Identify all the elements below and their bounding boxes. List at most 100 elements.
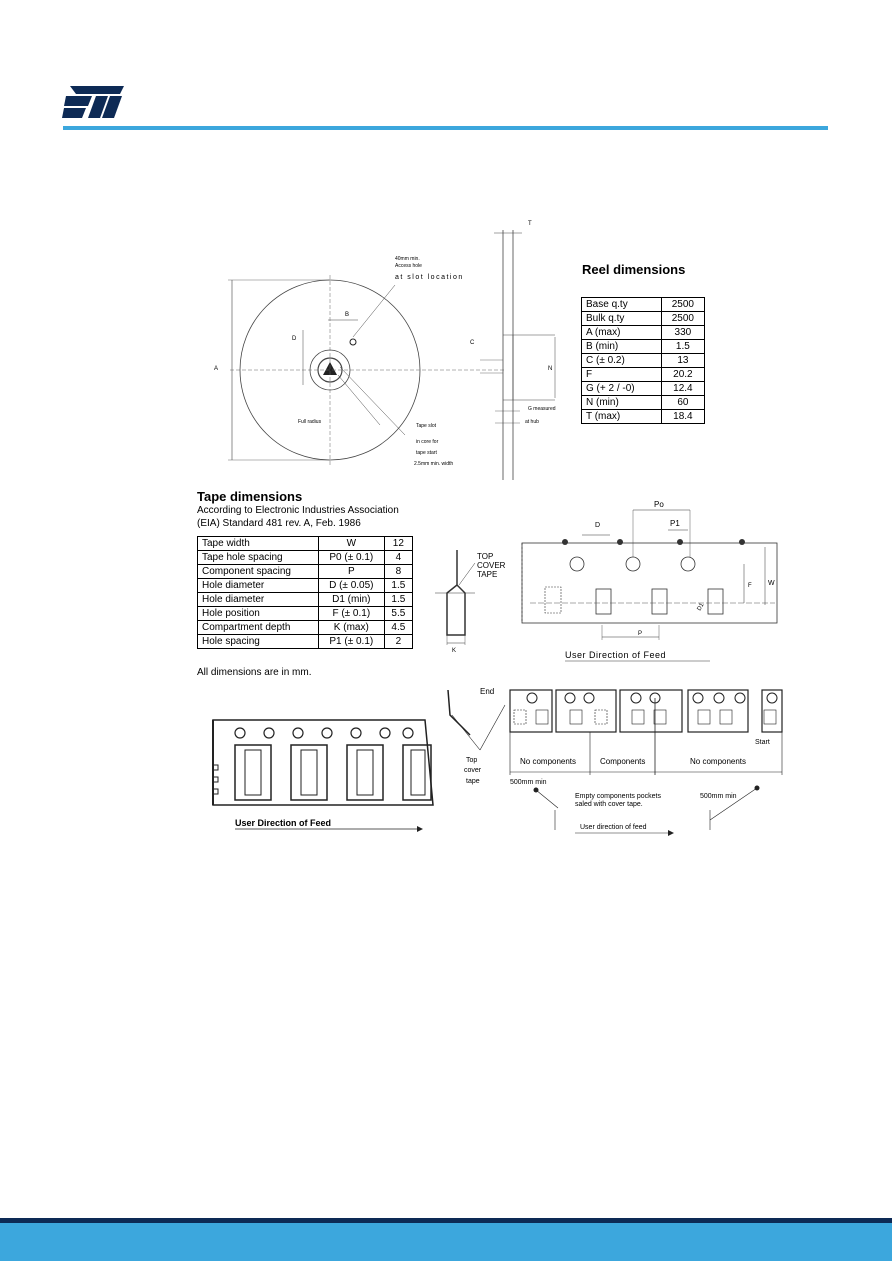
tape-dimensions-title: Tape dimensions bbox=[197, 489, 303, 504]
reel-row: B (min)1.5 bbox=[581, 339, 706, 354]
tape-row-symbol: P1 (± 0.1) bbox=[317, 634, 385, 649]
tape-tape-label: TAPE bbox=[477, 570, 497, 579]
tape-top-label: TOP bbox=[477, 552, 493, 561]
reel-row-label: C (± 0.2) bbox=[581, 353, 662, 368]
top-cover-label-1: Top bbox=[466, 757, 477, 764]
empty-note-1: Empty components pockets bbox=[575, 793, 661, 800]
reel-row-value: 12.4 bbox=[660, 381, 706, 396]
min-left-label: 500mm min bbox=[510, 779, 547, 786]
tape-row-symbol: P0 (± 0.1) bbox=[317, 550, 385, 565]
reel-row-value: 2500 bbox=[660, 297, 706, 312]
tape-feed-label: User Direction of Feed bbox=[565, 650, 666, 660]
tape-row-symbol: P bbox=[317, 564, 385, 579]
reel-label-b: B bbox=[345, 312, 349, 318]
tape-row-label: Tape width bbox=[197, 536, 319, 551]
tape-row-symbol: F (± 0.1) bbox=[317, 606, 385, 621]
footer-bar bbox=[0, 1223, 892, 1261]
reel-row-value: 1.5 bbox=[660, 339, 706, 354]
empty-note-2: saled with cover tape. bbox=[575, 801, 643, 808]
reel-slot-note-2: Access hole bbox=[395, 263, 422, 269]
reel-dimensions-title: Reel dimensions bbox=[582, 262, 686, 277]
tape-row-symbol: W bbox=[317, 536, 385, 551]
reel-row: C (± 0.2)13 bbox=[581, 353, 706, 368]
tape-w-label: W bbox=[768, 580, 775, 587]
tape-po-label: Po bbox=[654, 500, 664, 509]
reel-row-label: Bulk q.ty bbox=[581, 311, 662, 326]
leader-trailer-drawing: End Start Top cover tape No components C… bbox=[447, 687, 783, 836]
reel-row-value: 20.2 bbox=[660, 367, 706, 382]
feed-label-left: User Direction of Feed bbox=[235, 818, 331, 828]
reel-row: N (min)60 bbox=[581, 395, 706, 410]
no-components-right: No components bbox=[690, 757, 746, 766]
reel-label-c: C bbox=[470, 340, 475, 346]
tape-cover-label: COVER bbox=[477, 561, 506, 570]
tape-d1-label: D1 bbox=[697, 602, 706, 612]
component-tape-drawing: User Direction of Feed bbox=[212, 719, 434, 832]
tape-subtitle-1: According to Electronic Industries Assoc… bbox=[197, 505, 399, 516]
reel-row: G (+ 2 / -0)12.4 bbox=[581, 381, 706, 396]
top-cover-label-3: tape bbox=[466, 778, 480, 785]
start-label: Start bbox=[755, 739, 770, 746]
reel-row-label: N (min) bbox=[581, 395, 662, 410]
tape-row-label: Hole spacing bbox=[197, 634, 319, 649]
header-rule bbox=[63, 126, 828, 130]
tape-row-value: 2 bbox=[383, 634, 414, 649]
reel-row-label: B (min) bbox=[581, 339, 662, 354]
tape-p-label: P bbox=[638, 631, 642, 637]
reel-row-value: 13 bbox=[660, 353, 706, 368]
tape-cross-section: TOP COVER TAPE K bbox=[435, 550, 506, 654]
tape-row-value: 4 bbox=[383, 550, 414, 565]
tape-row-label: Tape hole spacing bbox=[197, 550, 319, 565]
reel-label-t: T bbox=[528, 221, 532, 227]
reel-row-label: G (+ 2 / -0) bbox=[581, 381, 662, 396]
st-logo bbox=[62, 86, 124, 118]
tape-units-note: All dimensions are in mm. bbox=[197, 667, 312, 678]
end-label: End bbox=[480, 687, 494, 696]
reel-row-value: 2500 bbox=[660, 311, 706, 326]
reel-row-label: F bbox=[581, 367, 662, 382]
reel-g-measured: G measured bbox=[528, 406, 556, 412]
reel-tape-slot-1: Tape slot bbox=[416, 423, 437, 429]
reel-label-n: N bbox=[548, 366, 552, 372]
reel-slot-note-3: at slot location bbox=[395, 274, 464, 281]
tape-row-label: Hole position bbox=[197, 606, 319, 621]
tape-row-label: Hole diameter bbox=[197, 592, 319, 607]
tape-row-symbol: D (± 0.05) bbox=[317, 578, 385, 593]
tape-row-label: Component spacing bbox=[197, 564, 319, 579]
reel-slot-note-1: 40mm min. bbox=[395, 256, 420, 262]
reel-row-label: T (max) bbox=[581, 409, 662, 424]
no-components-left: No components bbox=[520, 757, 576, 766]
feed-label-right: User direction of feed bbox=[580, 824, 647, 831]
reel-row-value: 18.4 bbox=[660, 409, 706, 424]
top-cover-label-2: cover bbox=[464, 767, 482, 774]
tape-row-value: 1.5 bbox=[383, 592, 414, 607]
min-right-label: 500mm min bbox=[700, 793, 737, 800]
tape-top-view: Po D P1 F W P D1 User Direction of Feed bbox=[521, 500, 778, 662]
footer-dark-band bbox=[0, 1218, 892, 1223]
tape-p1-label: P1 bbox=[670, 519, 680, 528]
tape-row-label: Compartment depth bbox=[197, 620, 319, 635]
reel-row-value: 330 bbox=[660, 325, 706, 340]
tape-k-label: K bbox=[452, 648, 456, 654]
tape-f-label: F bbox=[748, 583, 752, 589]
reel-drawing: 40mm min. Access hole at slot location A… bbox=[214, 221, 556, 480]
reel-at-hub: at hub bbox=[525, 419, 539, 425]
reel-row: A (max)330 bbox=[581, 325, 706, 340]
tape-row-value: 1.5 bbox=[383, 578, 414, 593]
reel-tape-slot-4: 2.5mm min. width bbox=[414, 461, 453, 467]
tape-row-value: 8 bbox=[383, 564, 414, 579]
reel-row-value: 60 bbox=[660, 395, 706, 410]
reel-full-radius: Full radius bbox=[298, 419, 322, 425]
